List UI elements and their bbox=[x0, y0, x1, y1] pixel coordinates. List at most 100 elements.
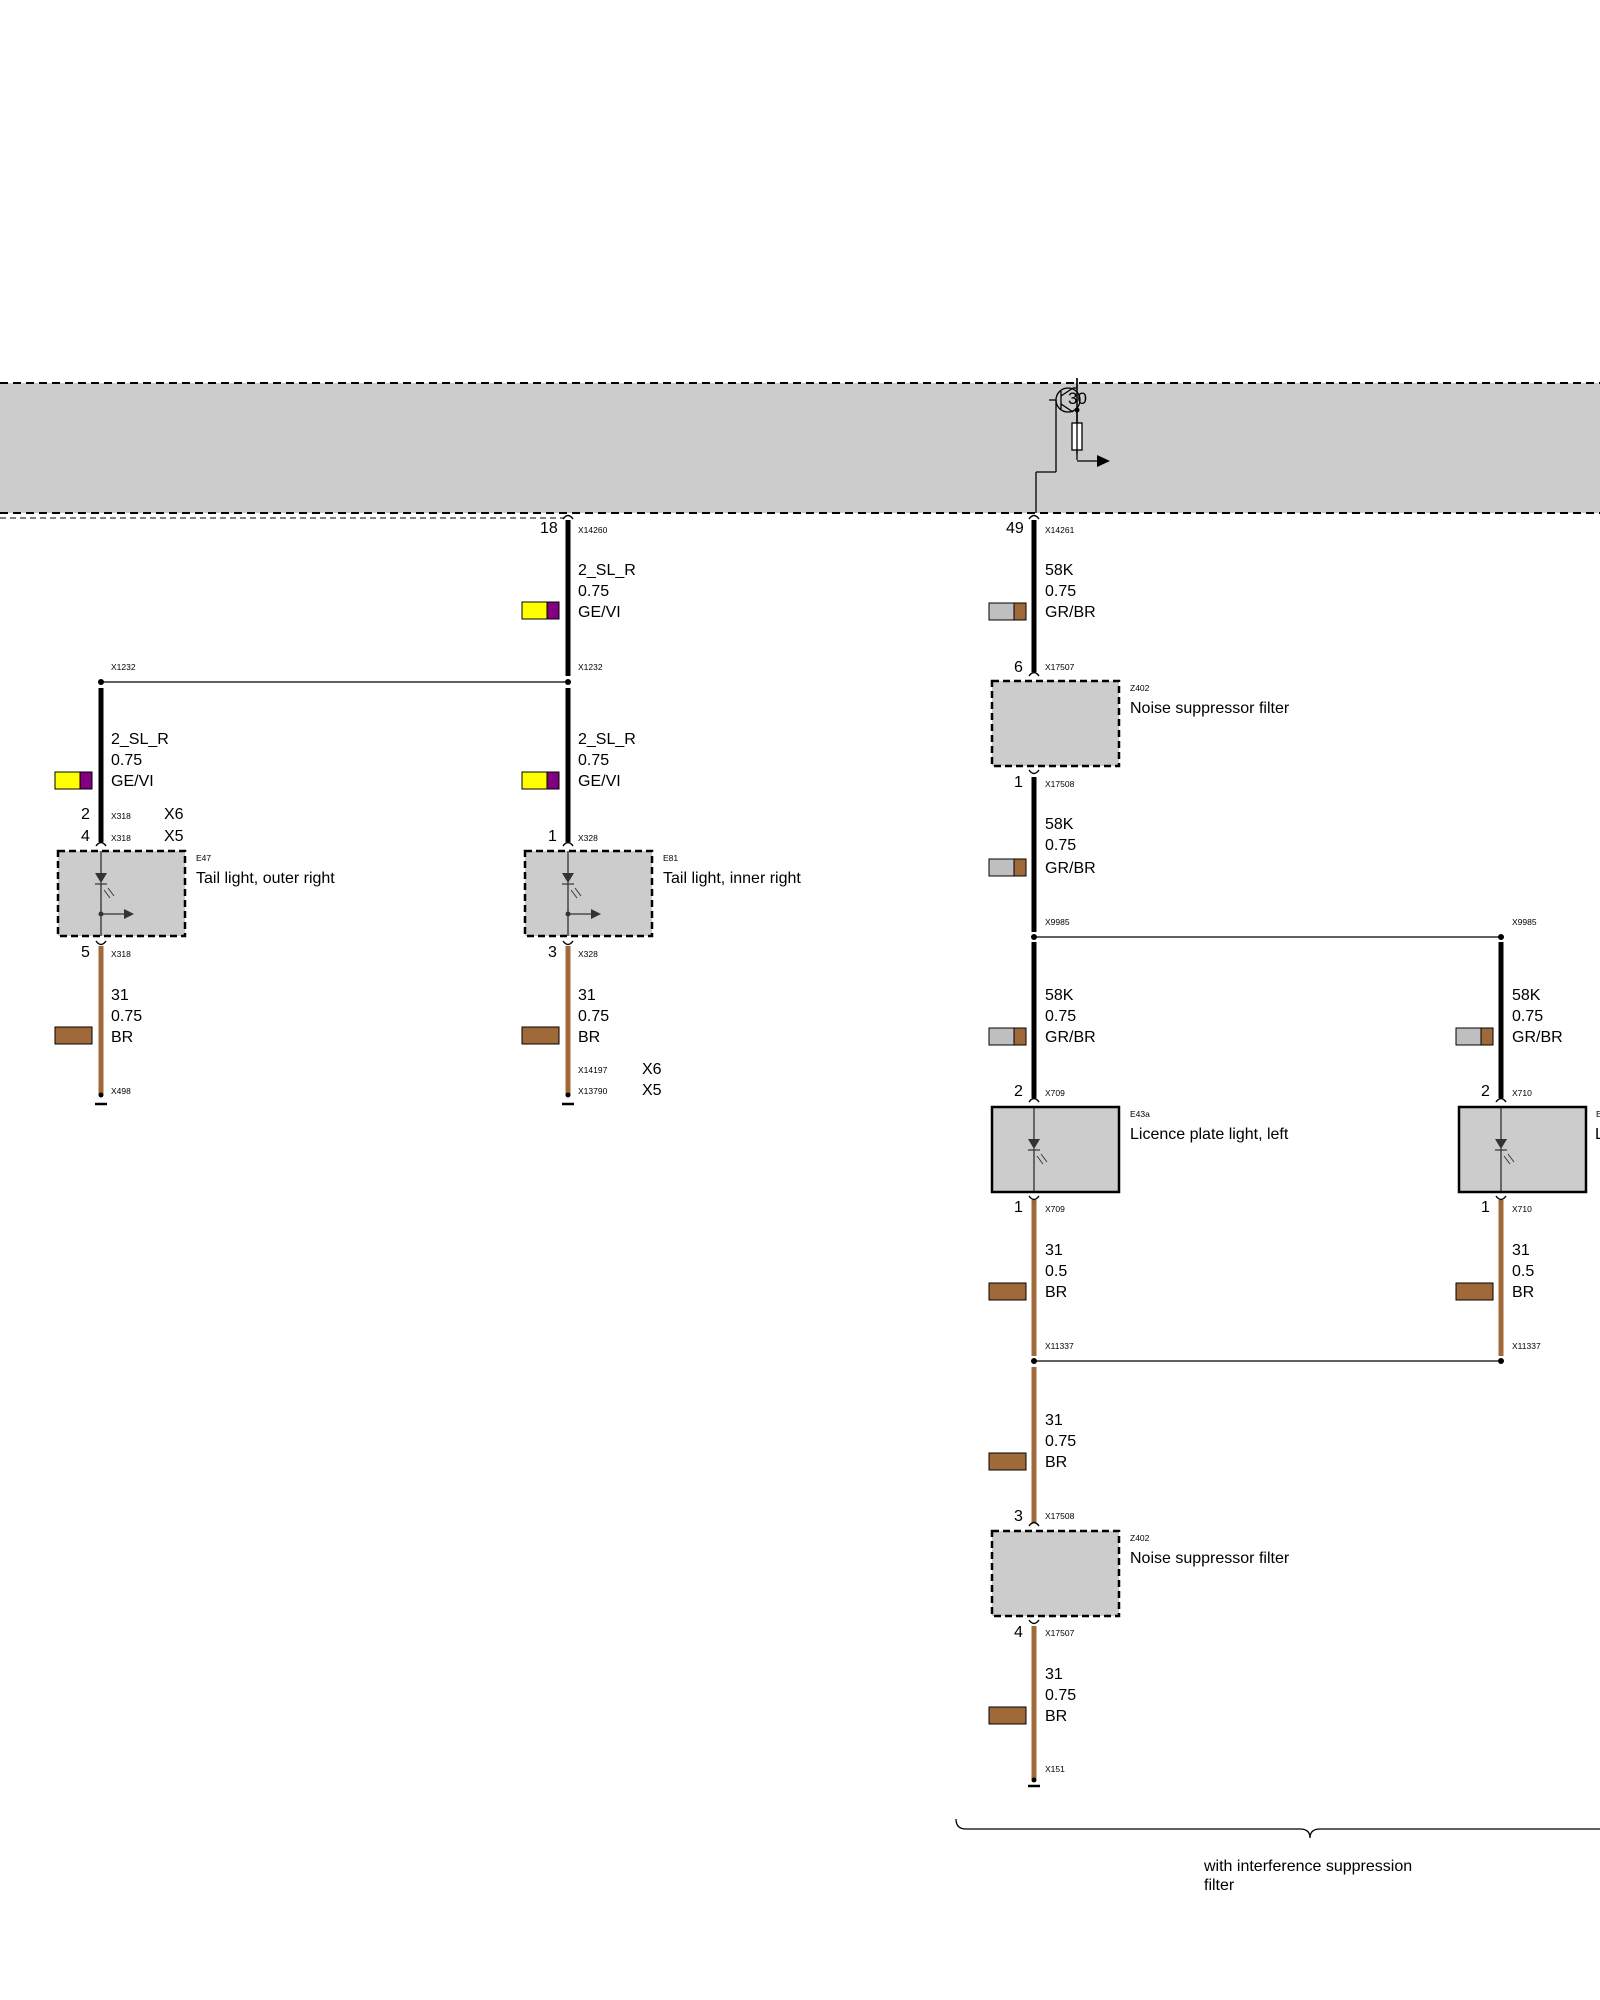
led-icon bbox=[1495, 1139, 1507, 1149]
connector-id: X710 bbox=[1512, 1088, 1532, 1098]
component-id: E43a bbox=[1130, 1109, 1150, 1119]
svg-text:BR: BR bbox=[1512, 1284, 1534, 1301]
wire-label-18: 2_SL_R 0.75 GE/VI bbox=[578, 562, 636, 621]
pin-cup-x710-in bbox=[1495, 1097, 1507, 1103]
swatch-br-e81 bbox=[521, 1026, 560, 1045]
component-e47[interactable] bbox=[56, 849, 187, 938]
pin-number: 4 bbox=[1014, 1624, 1023, 1641]
svg-text:0.75: 0.75 bbox=[578, 1008, 609, 1025]
svg-text:0.75: 0.75 bbox=[578, 752, 609, 769]
wire-label-gnd-end: 31 0.75 BR bbox=[1045, 1666, 1076, 1725]
component-e43b[interactable] bbox=[1457, 1105, 1588, 1194]
control-unit bbox=[0, 382, 1600, 519]
svg-text:0.75: 0.75 bbox=[1045, 583, 1076, 600]
component-z402-bottom[interactable] bbox=[990, 1529, 1121, 1618]
swatch-br-e43a bbox=[988, 1282, 1027, 1301]
brace-note-line2: filter bbox=[1204, 1877, 1235, 1894]
svg-text:GE/VI: GE/VI bbox=[111, 773, 154, 790]
component-name: Tail light, inner right bbox=[663, 870, 801, 887]
connector-id: X13790 bbox=[578, 1086, 608, 1096]
pin-cup-x318-in bbox=[95, 841, 107, 847]
connector-id: X17508 bbox=[1045, 1511, 1075, 1521]
swatch-gr-br-e43b bbox=[1455, 1027, 1494, 1046]
pin-number: 2 bbox=[81, 806, 90, 823]
connector-id: X9985 bbox=[1045, 917, 1070, 927]
svg-text:31: 31 bbox=[1045, 1666, 1063, 1683]
wire-label-e43b-in: 58K 0.75 GR/BR bbox=[1512, 987, 1563, 1046]
pin-number: 4 bbox=[81, 828, 90, 845]
svg-text:58K: 58K bbox=[1045, 987, 1074, 1004]
pin-number: 6 bbox=[1014, 659, 1023, 676]
component-id: E bbox=[1596, 1109, 1600, 1119]
pin-cup-x710-out bbox=[1495, 1195, 1507, 1201]
swatch-br-mid bbox=[988, 1452, 1027, 1471]
wire-label-gnd-mid: 31 0.75 BR bbox=[1045, 1412, 1076, 1471]
connector-id: X17508 bbox=[1045, 779, 1075, 789]
pin-cup-x709-out bbox=[1028, 1195, 1040, 1201]
svg-text:0.75: 0.75 bbox=[1045, 837, 1076, 854]
pin-number: 2 bbox=[1481, 1083, 1490, 1100]
swatch-br-e47 bbox=[54, 1026, 93, 1045]
svg-text:31: 31 bbox=[1512, 1242, 1530, 1259]
connector-id: X11337 bbox=[1512, 1341, 1541, 1351]
pin-number: 3 bbox=[1014, 1508, 1023, 1525]
swatch-br-e43b bbox=[1455, 1282, 1494, 1301]
component-name: L bbox=[1595, 1126, 1600, 1143]
pin-number: 1 bbox=[548, 828, 557, 845]
pin-cup-x318-out bbox=[95, 940, 107, 946]
component-name: Noise suppressor filter bbox=[1130, 1550, 1290, 1567]
ground-point-x151 bbox=[1031, 1777, 1037, 1783]
pin-number: 1 bbox=[1014, 1199, 1023, 1216]
connector-id: X11337 bbox=[1045, 1341, 1074, 1351]
connector-id: X709 bbox=[1045, 1204, 1065, 1214]
svg-text:58K: 58K bbox=[1045, 562, 1074, 579]
svg-text:31: 31 bbox=[578, 987, 596, 1004]
svg-text:BR: BR bbox=[1045, 1708, 1067, 1725]
swatch-gr-br-49 bbox=[988, 602, 1027, 621]
connector-id: X14260 bbox=[578, 525, 608, 535]
svg-text:0.5: 0.5 bbox=[1512, 1263, 1534, 1280]
variant-brace bbox=[955, 1818, 1600, 1839]
pin-number: 2 bbox=[1014, 1083, 1023, 1100]
pin-number: 49 bbox=[1006, 520, 1024, 537]
svg-text:GE/VI: GE/VI bbox=[578, 604, 621, 621]
pin-number: 1 bbox=[1481, 1199, 1490, 1216]
wire-label-e43b-gnd: 31 0.5 BR bbox=[1512, 1242, 1534, 1301]
svg-text:BR: BR bbox=[1045, 1284, 1067, 1301]
component-e43a[interactable] bbox=[990, 1105, 1121, 1194]
svg-text:0.75: 0.75 bbox=[111, 1008, 142, 1025]
connector-id: X498 bbox=[111, 1086, 131, 1096]
component-name: Licence plate light, left bbox=[1130, 1126, 1289, 1143]
wire-label-e81-gnd: 31 0.75 BR bbox=[578, 987, 609, 1046]
swatch-gr-br-f1 bbox=[988, 858, 1027, 877]
connector-id: X151 bbox=[1045, 1764, 1065, 1774]
connector-id: X710 bbox=[1512, 1204, 1532, 1214]
swatch-ge-vi-e81 bbox=[521, 771, 560, 790]
terminal-30-label: 30 bbox=[1068, 389, 1087, 408]
connector-id: X318 bbox=[111, 811, 131, 821]
component-id: E81 bbox=[663, 853, 678, 863]
led-icon bbox=[95, 873, 107, 883]
component-z402-top[interactable] bbox=[990, 679, 1121, 768]
connector-id: X17507 bbox=[1045, 1628, 1075, 1638]
pin-cup-x328-out bbox=[562, 940, 574, 946]
connector-id: X328 bbox=[578, 833, 598, 843]
svg-text:BR: BR bbox=[111, 1029, 133, 1046]
svg-text:GR/BR: GR/BR bbox=[1045, 1029, 1096, 1046]
ground-point-x13790 bbox=[565, 1092, 571, 1098]
component-id: Z402 bbox=[1130, 1533, 1150, 1543]
connector-id: X9985 bbox=[1512, 917, 1537, 927]
svg-text:0.5: 0.5 bbox=[1045, 1263, 1067, 1280]
svg-text:31: 31 bbox=[1045, 1412, 1063, 1429]
variant-label: X5 bbox=[164, 828, 184, 845]
splice-x11337-right bbox=[1498, 1358, 1504, 1364]
connector-id: X318 bbox=[111, 833, 131, 843]
svg-text:31: 31 bbox=[111, 987, 129, 1004]
pin-cup-x17507-out bbox=[1028, 1619, 1040, 1625]
svg-text:58K: 58K bbox=[1512, 987, 1541, 1004]
component-e81[interactable] bbox=[523, 849, 654, 938]
component-id: E47 bbox=[196, 853, 211, 863]
pin-cup-x14261 bbox=[1028, 514, 1040, 520]
svg-text:0.75: 0.75 bbox=[1045, 1008, 1076, 1025]
connector-id: X318 bbox=[111, 949, 131, 959]
